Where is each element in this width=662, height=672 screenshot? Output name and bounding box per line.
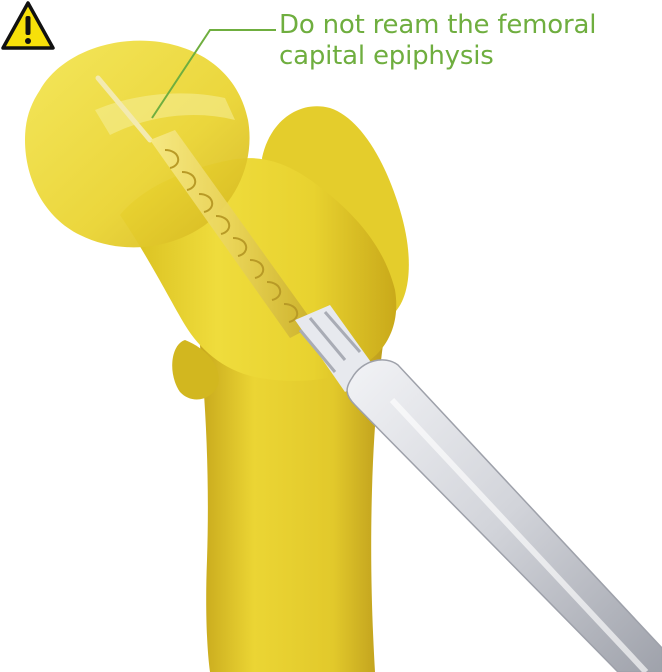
warning-triangle-icon: [0, 0, 56, 52]
annotation-line-2: capital epiphysis: [279, 41, 609, 72]
warning-annotation: Do not ream the femoral capital epiphysi…: [279, 10, 609, 71]
reamer-highlight: [392, 400, 646, 672]
annotation-line-1: Do not ream the femoral: [279, 10, 609, 41]
